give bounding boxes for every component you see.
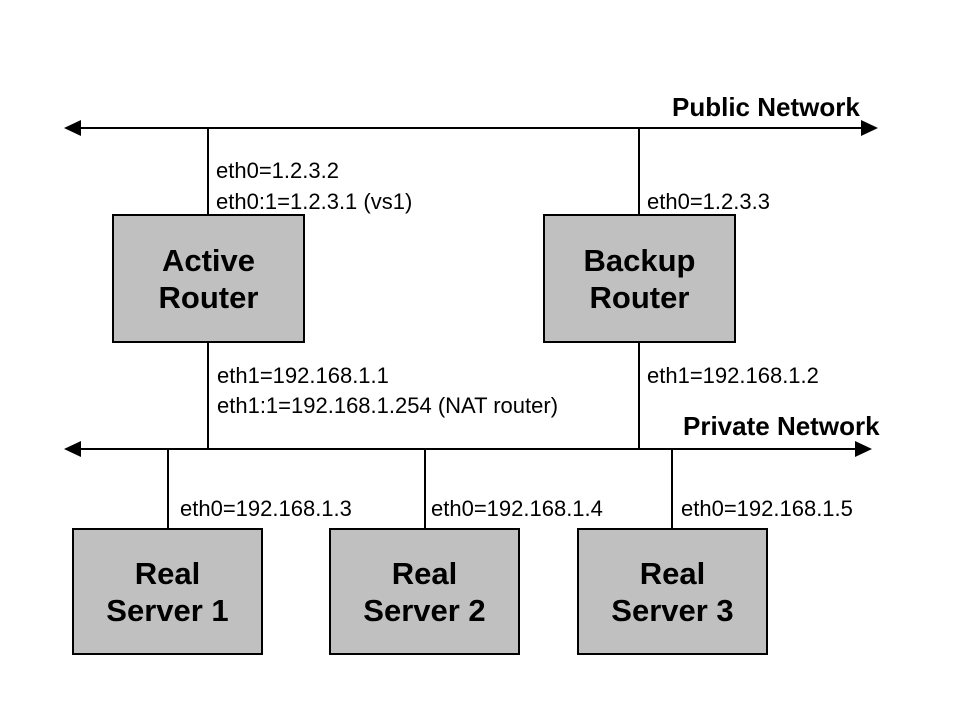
active-router-eth1-alias-label: eth1:1=192.168.1.254 (NAT router) <box>217 393 559 418</box>
private-bus-right-arrow-icon <box>855 441 872 457</box>
real-server-3-eth0-label: eth0=192.168.1.5 <box>681 496 853 521</box>
public-bus-right-arrow-icon <box>861 120 878 136</box>
private-bus-left-arrow-icon <box>64 441 81 457</box>
real-server-1-node: Real Server 1 <box>72 528 263 655</box>
active-router-eth0-alias-label: eth0:1=1.2.3.1 (vs1) <box>216 189 413 214</box>
real-server-3-connector <box>671 449 673 528</box>
backup-router-title-line2: Router <box>589 279 690 315</box>
backup-router-title-line1: Backup <box>583 242 696 278</box>
active-router-title-line2: Router <box>158 279 259 315</box>
public-network-bus-line <box>80 127 862 129</box>
real-server-2-title-line1: Real <box>391 555 458 591</box>
private-network-bus-line <box>80 448 856 450</box>
private-network-label: Private Network <box>683 411 880 441</box>
active-router-eth0-label: eth0=1.2.3.2 <box>216 158 339 183</box>
real-server-3-node: Real Server 3 <box>577 528 768 655</box>
public-bus-left-arrow-icon <box>64 120 81 136</box>
backup-router-public-connector <box>638 128 640 215</box>
backup-router-private-connector <box>638 343 640 449</box>
real-server-2-title-line2: Server 2 <box>363 592 486 628</box>
active-router-title-line1: Active <box>161 242 256 278</box>
real-server-3-title-line1: Real <box>639 555 706 591</box>
real-server-1-title-line2: Server 1 <box>106 592 229 628</box>
real-server-1-eth0-label: eth0=192.168.1.3 <box>180 496 352 521</box>
real-server-2-eth0-label: eth0=192.168.1.4 <box>431 496 603 521</box>
active-router-public-connector <box>207 128 209 214</box>
active-router-private-connector <box>207 343 209 449</box>
real-server-2-node: Real Server 2 <box>329 528 520 655</box>
real-server-1-title-line1: Real <box>134 555 201 591</box>
real-server-2-connector <box>424 449 426 528</box>
real-server-1-connector <box>167 449 169 528</box>
backup-router-eth0-label: eth0=1.2.3.3 <box>647 189 770 214</box>
active-router-node: Active Router <box>112 214 305 343</box>
public-network-label: Public Network <box>672 92 860 122</box>
real-server-3-title-line2: Server 3 <box>611 592 734 628</box>
backup-router-node: Backup Router <box>543 214 736 343</box>
backup-router-eth1-label: eth1=192.168.1.2 <box>647 363 819 388</box>
active-router-eth1-label: eth1=192.168.1.1 <box>217 363 389 388</box>
